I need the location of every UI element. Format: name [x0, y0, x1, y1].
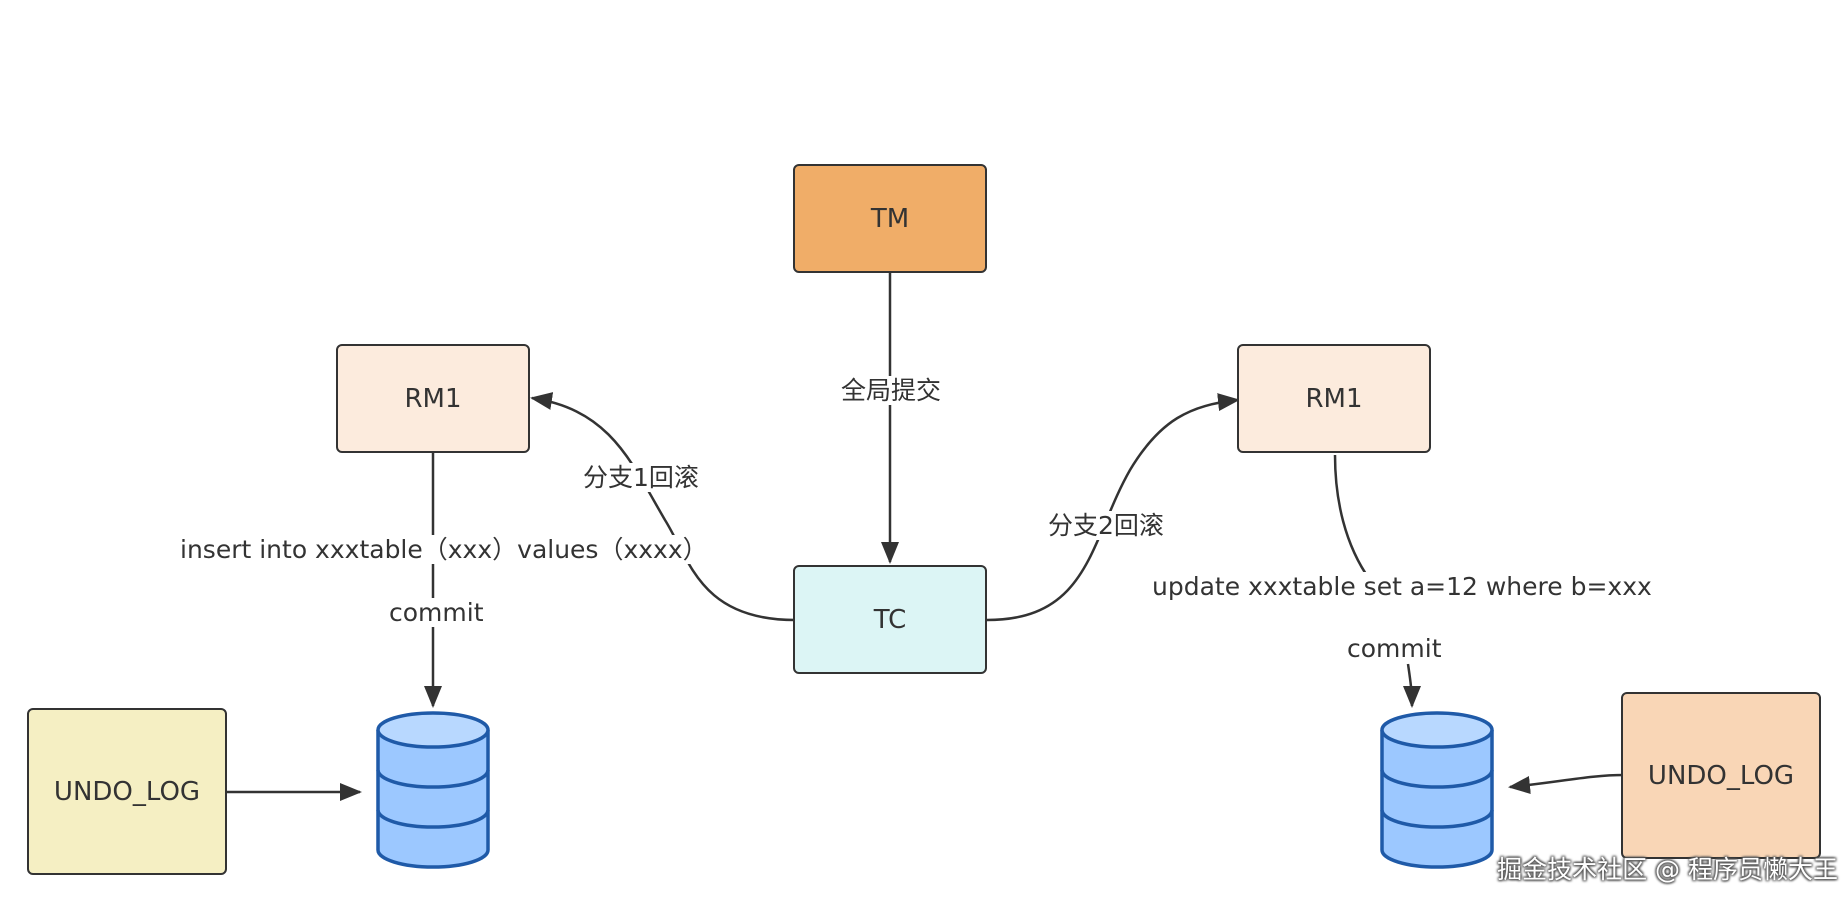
tc-node-label: TC	[873, 604, 907, 635]
tc-to-rm-left-edge	[530, 392, 796, 622]
branch1-rollback-label: 分支1回滚	[581, 463, 701, 492]
sql-right-label: update xxxtable set a=12 where b=xxx	[1150, 572, 1654, 601]
rm-right-node-label: RM1	[1305, 383, 1363, 414]
rm-right-node: RM1	[1237, 344, 1431, 453]
tc-to-rm-right-edge	[986, 393, 1240, 622]
tm-node-label: TM	[870, 203, 910, 234]
undo-log-right-node: UNDO_LOG	[1621, 692, 1821, 859]
undo-log-left-node: UNDO_LOG	[27, 708, 227, 875]
undo-log-left-label: UNDO_LOG	[53, 776, 201, 807]
tm-node: TM	[793, 164, 987, 273]
tc-node: TC	[793, 565, 987, 674]
database-right-icon	[1380, 711, 1494, 869]
rm-left-node-label: RM1	[404, 383, 462, 414]
undo-right-to-db-edge	[1508, 773, 1625, 794]
rm-left-node: RM1	[336, 344, 530, 453]
rm-right-to-db-edge	[1333, 454, 1372, 581]
branch2-rollback-label: 分支2回滚	[1046, 511, 1166, 540]
commit-right-label: commit	[1345, 634, 1444, 663]
global-commit-label: 全局提交	[839, 376, 944, 405]
sql-left-label: insert into xxxtable（xxx）values（xxxx）	[178, 535, 710, 564]
commit-left-label: commit	[387, 598, 486, 627]
database-left-icon	[376, 711, 490, 869]
commit-right-to-db-edge	[1402, 663, 1421, 708]
undo-log-right-label: UNDO_LOG	[1647, 760, 1795, 791]
watermark-text: 掘金技术社区 @ 程序员懒大王	[1497, 855, 1838, 884]
